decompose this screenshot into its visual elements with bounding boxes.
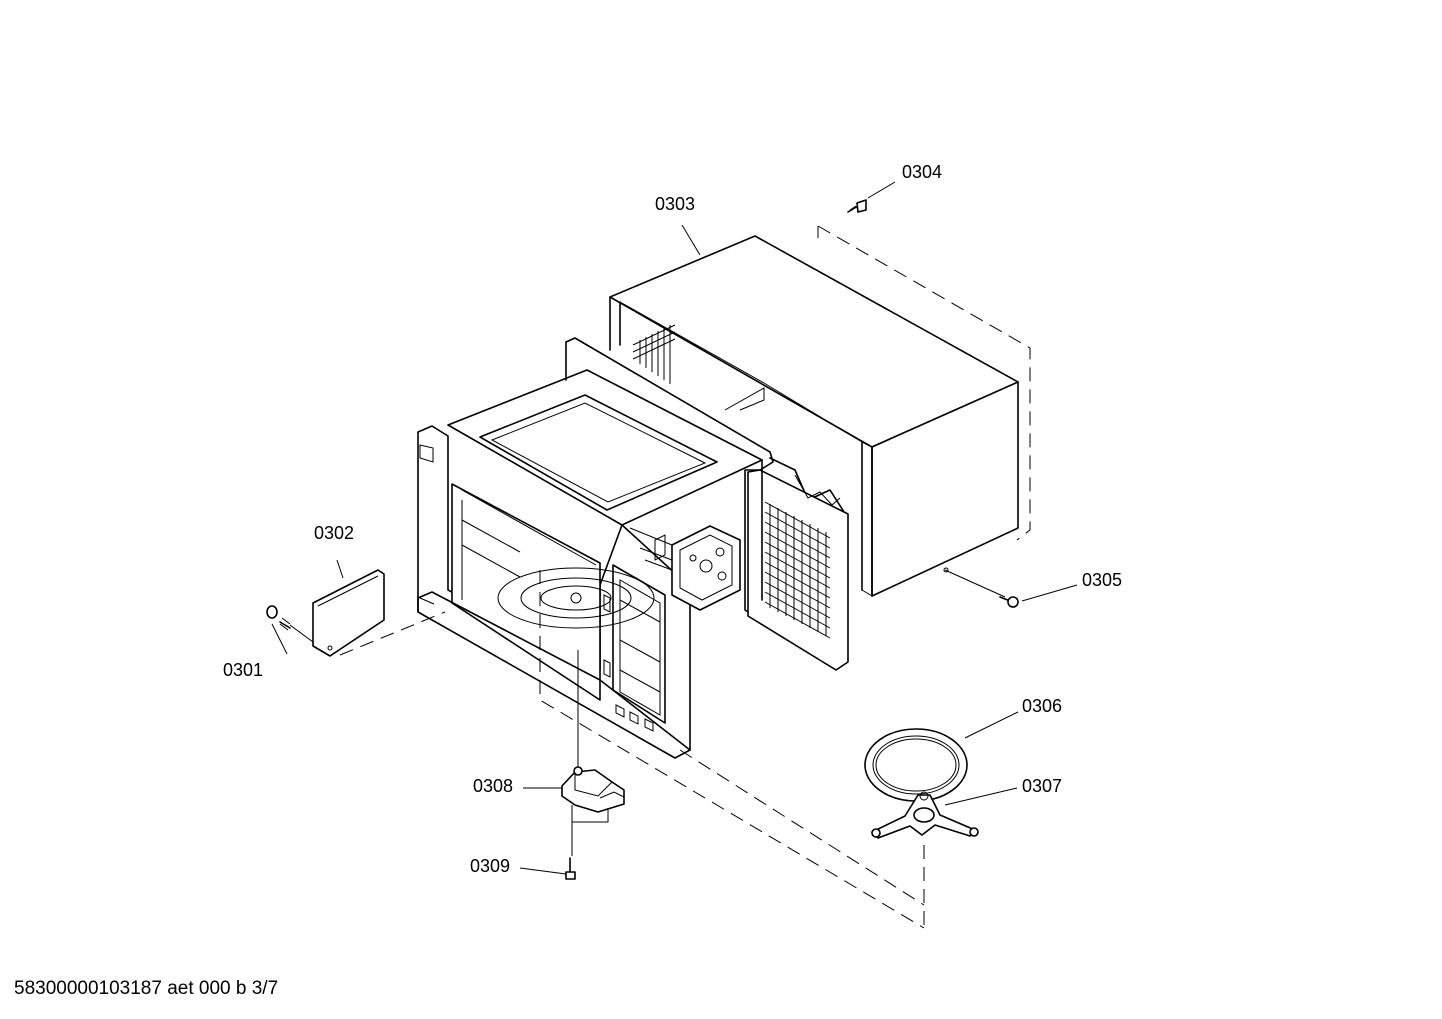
outer-cabinet [609, 225, 1031, 597]
screw-washer-0301 [266, 605, 314, 643]
cavity-floor-turntable-ring [497, 567, 655, 629]
roller-ring [871, 791, 979, 930]
screw-0309 [565, 822, 576, 880]
label-0307: 0307 [1022, 776, 1062, 796]
rear-panel-grille [764, 501, 831, 639]
waveguide-cover [312, 569, 446, 657]
screw-0305 [943, 567, 1019, 608]
callout-leaders [271, 181, 1078, 875]
label-0306: 0306 [1022, 696, 1062, 716]
glass-tray [864, 728, 968, 802]
label-0309: 0309 [470, 856, 510, 876]
magnetron-block [629, 525, 741, 611]
assembly-dash-lines [539, 570, 925, 929]
label-0302: 0302 [314, 523, 354, 543]
label-0304: 0304 [902, 162, 942, 182]
label-0301: 0301 [223, 660, 263, 680]
label-0308: 0308 [473, 776, 513, 796]
screw-0304 [847, 199, 867, 213]
inner-cavity-chassis [417, 341, 763, 759]
label-0303: 0303 [655, 194, 695, 214]
turntable-motor [561, 650, 625, 823]
part-labels: 0301 0302 0303 0304 0305 0306 0307 0308 … [223, 162, 1122, 876]
document-reference: 58300000103187 aet 000 b 3/7 [14, 978, 279, 999]
rear-panel [565, 337, 849, 671]
label-0305: 0305 [1082, 570, 1122, 590]
cabinet-vent-slots [632, 324, 676, 384]
